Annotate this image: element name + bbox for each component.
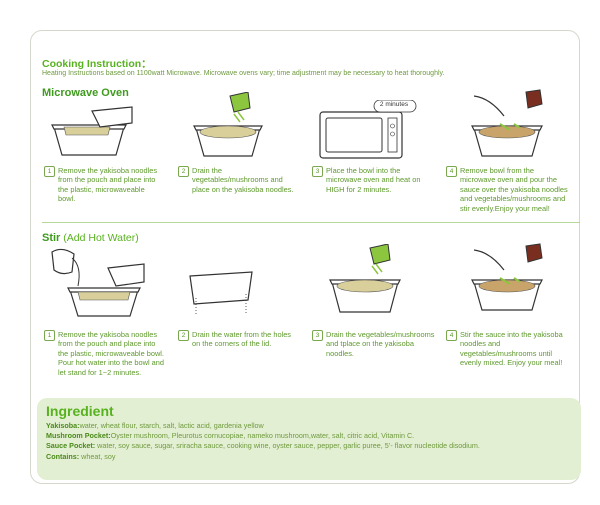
pour-sauce-illustration	[471, 243, 543, 311]
timer-label: 2 minutes	[379, 101, 409, 108]
bowl-with-vegetables-illustration	[329, 244, 401, 313]
section-divider	[42, 222, 580, 223]
stir-step-4: 4 Stir the sauce into the yakisoba noodl…	[446, 330, 576, 380]
step-text: Stir the sauce into the yakisoba noodles…	[460, 330, 563, 368]
step-number: 1	[44, 330, 55, 341]
ingredient-line: Yakisoba:water, wheat flour, starch, sal…	[46, 421, 264, 430]
ingredient-text: water, wheat flour, starch, salt, lactic…	[79, 421, 264, 430]
bowl-with-pouch-illustration	[51, 106, 133, 156]
step-text: Remove bowl from the microwave oven and …	[460, 166, 568, 213]
ingredient-line: Sauce Pocket: water, soy sauce, sugar, s…	[46, 441, 480, 450]
step-text: Drain the vegetables/mushrooms and place…	[192, 166, 294, 194]
ingredient-title: Ingredient	[46, 403, 114, 419]
step-text: Place the bowl into the microwave oven a…	[326, 166, 421, 194]
microwave-step-4: 4 Remove bowl from the microwave oven an…	[446, 166, 576, 226]
step-text: Remove the yakisoba noodles from the pou…	[58, 330, 164, 377]
step-number: 2	[178, 166, 189, 177]
bowl-with-vegetables-illustration	[193, 92, 263, 157]
ingredient-text: wheat, soy	[79, 452, 116, 461]
stir-step-3: 3 Drain the vegetables/mushrooms and tpl…	[312, 330, 442, 370]
stir-step-1: 1 Remove the yakisoba noodles from the p…	[44, 330, 174, 390]
ingredient-line: Mushroom Pocket:Oyster mushroom, Pleurot…	[46, 431, 414, 440]
ingredient-label: Sauce Pocket:	[46, 441, 96, 450]
step-number: 4	[446, 330, 457, 341]
ingredient-label: Mushroom Pocket:	[46, 431, 111, 440]
step-number: 4	[446, 166, 457, 177]
stir-title-paren: (Add Hot Water)	[60, 232, 139, 244]
step-text: Remove the yakisoba noodles from the pou…	[58, 166, 158, 204]
microwave-title: Microwave Oven	[42, 87, 129, 99]
step-number: 2	[178, 330, 189, 341]
stir-title: Stir (Add Hot Water)	[42, 232, 139, 244]
ingredient-line: Contains: wheat, soy	[46, 452, 116, 461]
microwave-step-3: 3 Place the bowl into the microwave oven…	[312, 166, 442, 206]
cooking-heading: Cooking Instruction：	[42, 58, 152, 70]
microwave-step-1: 1 Remove the yakisoba noodles from the p…	[44, 166, 174, 206]
step-number: 3	[312, 330, 323, 341]
pour-sauce-illustration	[471, 89, 543, 157]
step-text: Drain the vegetables/mushrooms and tplac…	[326, 330, 435, 358]
pour-hot-water-illustration	[51, 248, 145, 317]
stir-step-2: 2 Drain the water from the holes on the …	[178, 330, 308, 370]
ingredient-panel	[37, 398, 581, 480]
step-number: 1	[44, 166, 55, 177]
drain-lid-illustration	[189, 271, 253, 316]
cooking-subheading: Heating Instructions based on 1100watt M…	[42, 70, 445, 77]
ingredient-text: Oyster mushroom, Pleurotus cornucopiae, …	[110, 431, 415, 440]
microwave-illustration	[319, 100, 417, 159]
ingredient-label: Contains:	[46, 452, 80, 461]
step-text: Drain the water from the holes on the co…	[192, 330, 291, 349]
ingredient-label: Yakisoba:	[46, 421, 80, 430]
ingredient-text: water, soy sauce, sugar, sriracha sauce,…	[95, 441, 480, 450]
stir-title-main: Stir	[42, 232, 61, 244]
step-number: 3	[312, 166, 323, 177]
microwave-step-2: 2 Drain the vegetables/mushrooms and pla…	[178, 166, 308, 206]
